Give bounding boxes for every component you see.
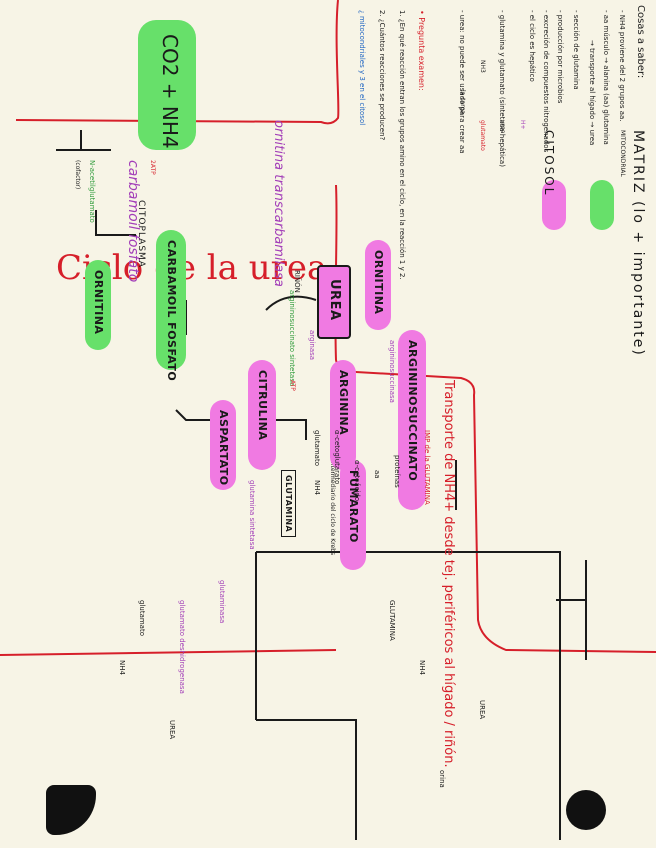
transport-urea-2: UREA xyxy=(478,700,486,720)
transport-glutaminasa: glutaminasa xyxy=(218,580,226,624)
rinon-label: RIÑÓN xyxy=(293,270,301,293)
argininosuccinato-text: ARGININOSUCCINATO xyxy=(406,340,419,482)
transport-nh4: NH4 xyxy=(313,480,321,495)
note-extra: H+ xyxy=(519,120,526,130)
legend-matrix-swatch xyxy=(590,180,614,230)
transport-subtitle: IMP de la GLUTAMINA xyxy=(423,430,431,505)
note-extra: NH3 xyxy=(479,60,486,73)
transport-glutamato-2: glutamato xyxy=(138,600,146,636)
kidney-drawing xyxy=(566,790,606,830)
note-line: - el ciclo es hepático xyxy=(528,10,536,82)
transport-glutamina: GLUTAMINA xyxy=(281,470,296,538)
citoplasma-label: CITOPLASMA xyxy=(136,200,146,268)
legend-matrix-sub: MITOCONDRIAL xyxy=(619,130,626,177)
note-extra: urea xyxy=(499,120,506,134)
arginina-text: ARGININA xyxy=(337,370,350,436)
ornitina-right-text: ORNITINA xyxy=(372,250,385,315)
carbamoil-text: CARBAMOIL FOSFATO xyxy=(165,240,178,382)
note-line: - sección de glutamina xyxy=(572,10,580,90)
transport-glutamato: glutamato xyxy=(313,430,321,466)
ornitina-right-box: ORNITINA xyxy=(365,240,391,330)
enzyme-argininosuccinasa: argininosuccinasa xyxy=(388,340,396,403)
atp-label: 2ATP xyxy=(149,160,156,175)
carbamoil-box: CARBAMOIL FOSFATO xyxy=(156,230,186,381)
enzyme-ornitina-transcarbamilasa: ornitina transcarbamilasa xyxy=(271,120,286,287)
transport-orina: orina xyxy=(438,770,446,788)
citrulina-box: CITRULINA xyxy=(248,360,276,470)
argininosuccinato-box: ARGININOSUCCINATO xyxy=(398,330,426,510)
urea-box: UREA xyxy=(317,265,351,339)
ornitina-left-text: ORNITINA xyxy=(92,270,105,335)
note-line: - glutamina y glutamato (sintetasa hepát… xyxy=(498,10,506,167)
note-line: - aa músculo → alanina (aa) glutamina xyxy=(602,10,610,145)
note-line: - urea: no puede ser usado para crear aa xyxy=(458,10,466,154)
atp2-label: ATP xyxy=(289,380,296,391)
transport-nh4-3: NH4 xyxy=(418,660,426,675)
question-line: ¿ mitocondriales y 3 en el citosol xyxy=(358,10,366,126)
transport-nh4-2: NH4 xyxy=(118,660,126,675)
note-extra: glutamato xyxy=(479,120,486,151)
notes-heading: Cosas a saber: xyxy=(635,5,646,79)
ornitina-left-box: ORNITINA xyxy=(85,260,111,350)
urea-text: UREA xyxy=(327,279,342,321)
legend-matrix-label: MATRIZ (lo + importante) xyxy=(630,130,646,357)
co2-nh4-box: CO2 + NH4 xyxy=(138,20,196,150)
cofactor-label: N-acetilglutamato xyxy=(88,160,96,223)
transport-glutamina-2: GLUTAMINA xyxy=(388,600,396,641)
note-line: - NH4 proviene del 2 grupos aa. xyxy=(618,10,626,122)
citrulina-text: CITRULINA xyxy=(256,370,269,441)
question-line: 1. ¿En qué reacción entran los grupos am… xyxy=(398,10,406,280)
note-line: → transporte al hígado → urea xyxy=(588,40,596,146)
enzyme-argininosuccinato-sintetasa: argininosuccinato sintetasa xyxy=(288,290,296,387)
question-line: 2. ¿Cuántos reacciones se producen? xyxy=(378,10,386,141)
enzyme-arginasa: arginasa xyxy=(308,330,316,361)
cofactor-note: (cofactor) xyxy=(74,160,81,190)
transport-title: Transporte de NH4+ desde tej. periférico… xyxy=(441,380,456,768)
transport-proteinas: proteínas xyxy=(393,455,401,488)
co2-nh4-text: CO2 + NH4 xyxy=(158,34,182,149)
questions-heading: • Pregunta examen: xyxy=(417,10,426,91)
aspartato-box: ASPARTATO xyxy=(210,400,236,490)
note-line: - producción por microbios xyxy=(556,10,564,104)
note-extra: la carga xyxy=(459,90,466,115)
transport-aa: aa xyxy=(373,470,381,479)
transport-alpha-ceto2: α-cetoglutarato xyxy=(333,430,341,485)
transport-glut-deshidrogenasa: glutamato deshidrogenasa xyxy=(178,600,186,694)
transport-glutamina-sint: glutamina sintetasa xyxy=(248,480,256,550)
transport-urea: UREA xyxy=(168,720,176,740)
transport-alpha-ceto: α-cetoácido xyxy=(353,460,361,502)
legend-cytosol-label: CITOSOL xyxy=(542,130,556,197)
aspartato-text: ASPARTATO xyxy=(217,410,230,486)
